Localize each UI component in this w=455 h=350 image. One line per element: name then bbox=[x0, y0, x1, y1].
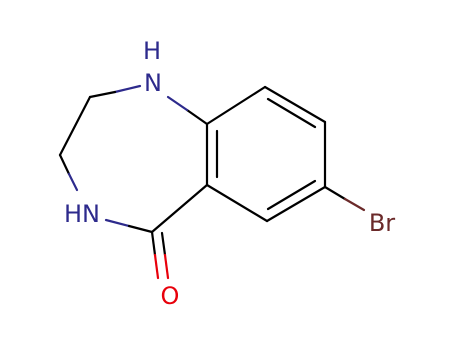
bond-c2-c3 bbox=[58, 95, 92, 157]
bond-c9-c8 bbox=[263, 85, 327, 124]
atom-labels: H N HN O Br bbox=[64, 37, 395, 310]
bond-c5-o-inner-c bbox=[160, 231, 167, 257]
bond-n4-c5-c-half bbox=[127, 224, 154, 234]
bond-c9a-n1-c-half bbox=[185, 108, 209, 126]
atom-br-label: Br bbox=[369, 209, 395, 237]
bond-c7-c6 bbox=[265, 185, 327, 223]
bond-c5-o-inner-o bbox=[163, 253, 170, 280]
bromo-substituent bbox=[323, 185, 366, 212]
atom-h-top-label: H bbox=[143, 37, 161, 65]
carbonyl-group bbox=[150, 230, 170, 280]
bond-n4-c5-n-half bbox=[104, 218, 131, 228]
bond-n1-c2-n-half bbox=[113, 84, 142, 94]
bond-c7-br-br-half bbox=[343, 197, 366, 212]
bond-c7-c6-inner bbox=[266, 179, 317, 211]
bond-c5-c5a bbox=[150, 183, 209, 234]
bond-c3-n4-c-half bbox=[58, 153, 71, 176]
bond-c5-o-outer-o bbox=[153, 253, 160, 280]
bond-c3-n4-n-half bbox=[67, 172, 79, 192]
bond-c9a-n1-n-half bbox=[166, 95, 189, 112]
atom-n-top-label: N bbox=[144, 69, 162, 97]
bond-c9a-c9 bbox=[205, 85, 267, 126]
bond-n1-c2-c-half bbox=[88, 90, 117, 99]
bond-c5-o-outer-c bbox=[150, 230, 157, 257]
bond-c7-br-c-half bbox=[323, 185, 347, 201]
bond-c9-c8-inner bbox=[266, 97, 317, 129]
benzene-ring bbox=[205, 85, 327, 223]
diazepine-ring bbox=[58, 84, 209, 234]
atom-o-label: O bbox=[161, 282, 180, 310]
atom-nh-bottom-label: HN bbox=[64, 200, 100, 228]
bond-c6-c5a bbox=[205, 183, 269, 223]
